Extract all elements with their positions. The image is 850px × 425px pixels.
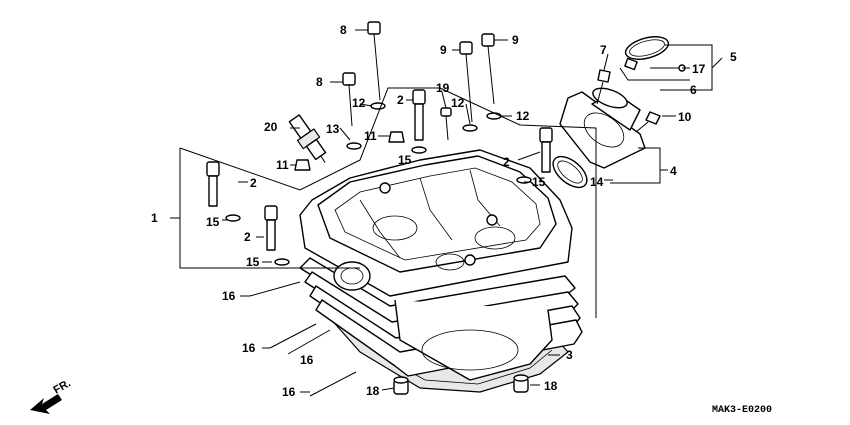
callout-13: 13 [326,122,340,136]
callout-2b: 2 [244,230,251,244]
drawing-code: MAK3-E0200 [712,405,772,416]
front-direction-arrow: FR. [30,377,73,414]
intake-insulator-assembly [552,36,686,189]
callout-2c: 2 [397,93,404,107]
callout-12c: 12 [516,109,530,123]
callout-19: 19 [436,81,450,95]
callout-3: 3 [566,348,573,362]
callout-8a: 8 [340,23,347,37]
dowel-pins [393,374,529,395]
callout-15a: 15 [206,215,220,229]
callout-17: 17 [692,62,706,76]
leader-lines [170,29,723,393]
arrow-icon [30,394,62,414]
callout-2a: 2 [250,176,257,190]
callout-18b: 18 [544,379,558,393]
callout-16a: 16 [222,289,236,303]
callout-16d: 16 [282,385,296,399]
callout-1: 1 [151,211,158,225]
callout-15d: 15 [532,175,546,189]
callout-15c: 15 [398,153,412,167]
callout-4: 4 [670,164,677,178]
callout-16b: 16 [242,341,256,355]
valve-guides [206,89,553,266]
callout-12a: 12 [352,96,366,110]
callout-9a: 9 [440,43,447,57]
callout-11b: 11 [276,158,289,172]
callout-8b: 8 [316,75,323,89]
callout-9b: 9 [512,33,519,47]
callout-7: 7 [600,43,607,57]
callout-10: 10 [678,110,692,124]
spark-plug [288,114,327,163]
cylinder-head-illustration [299,149,583,393]
callout-14: 14 [590,175,604,189]
callout-16c: 16 [300,353,314,367]
callout-numbers: 1 2 2 2 2 3 4 5 6 7 8 8 9 9 10 11 11 12 … [151,23,737,399]
callout-6: 6 [690,83,697,97]
callout-20: 20 [264,120,278,134]
callout-18a: 18 [366,384,380,398]
callout-11a: 11 [364,129,377,143]
callout-5: 5 [730,50,737,64]
stud-bolts [249,281,357,397]
callout-15b: 15 [246,255,260,269]
callout-12b: 12 [451,96,465,110]
callout-2d: 2 [503,155,510,169]
direction-label: FR. [52,377,73,396]
